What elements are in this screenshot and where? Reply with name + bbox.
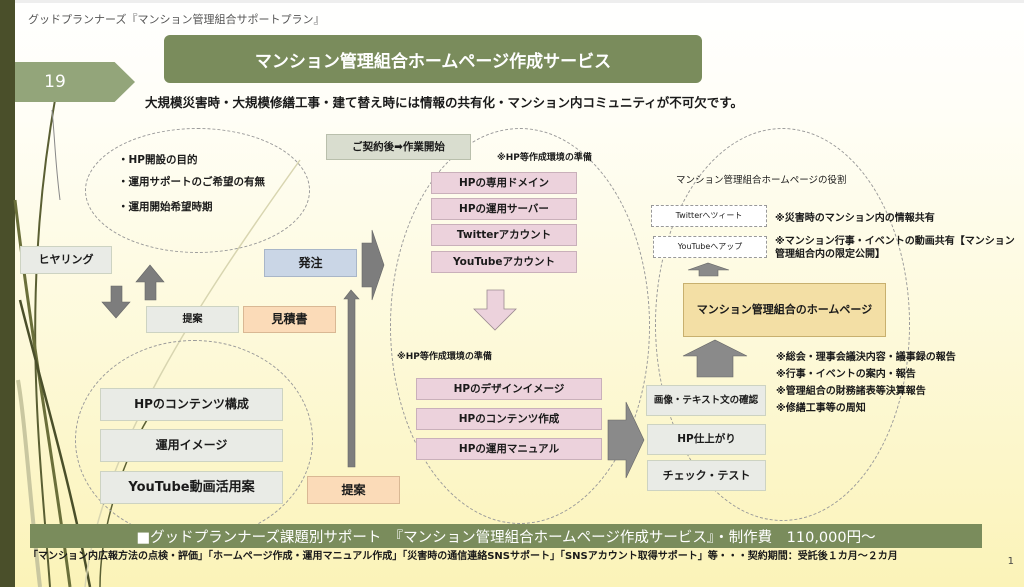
- proposal-item: YouTube動画活用案: [100, 471, 283, 504]
- slide-number: 1: [1007, 556, 1014, 567]
- roles-heading: マンション管理組合ホームページの役割: [676, 175, 847, 186]
- prep-ellipse: [390, 128, 650, 524]
- footer-text: 「マンション内広報方法の点検・評価」「ホームページ作成・運用マニュアル作成」「災…: [28, 551, 898, 562]
- arrow-down-icon: [101, 285, 131, 319]
- proposal-bottom-box: 提案: [307, 476, 400, 504]
- footer-price-bar: ■グッドプランナーズ課題別サポート 『マンション管理組合ホームページ作成サービス…: [30, 524, 982, 548]
- finish-step: 画像・テキスト文の確認: [646, 385, 766, 416]
- lead-text: 大規模災害時・大規模修繕工事・建て替え時には情報の共有化・マンション内コミュニテ…: [145, 95, 744, 110]
- page-number-tab: [15, 62, 135, 102]
- prep-item: HPのデザインイメージ: [416, 378, 602, 400]
- header-subtitle: グッドプランナーズ『マンション管理組合サポートプラン』: [28, 13, 325, 26]
- left-sidebar-band: [0, 0, 15, 587]
- youtube-upload-box: YouTubeへアップ: [653, 236, 767, 258]
- proposal-item: HPのコンテンツ構成: [100, 388, 283, 421]
- arrow-up-long-icon: [343, 289, 360, 468]
- report-item: ※総会・理事会議決内容・議事録の報告: [776, 352, 956, 363]
- bullet-item: ・運用サポートのご希望の有無: [118, 176, 265, 188]
- report-list: ※総会・理事会議決内容・議事録の報告 ※行事・イベントの案内・報告 ※管理組合の…: [776, 349, 956, 417]
- hearing-box: ヒヤリング: [20, 246, 112, 274]
- report-item: ※修繕工事等の周知: [776, 403, 866, 414]
- bullet-item: ・HP開設の目的: [118, 154, 198, 166]
- twitter-tweet-box: Twitterへツィート: [651, 205, 767, 227]
- page-title: マンション管理組合ホームページ作成サービス: [164, 35, 702, 83]
- prep-item: HPの専用ドメイン: [431, 172, 577, 194]
- hearing-bullets: ・HP開設の目的 ・運用サポートのご希望の有無 ・運用開始希望時期: [118, 152, 265, 221]
- prep-note-2: ※HP等作成環境の準備: [397, 352, 492, 362]
- prep-item: HPの運用サーバー: [431, 198, 577, 220]
- arrow-up-icon: [135, 264, 165, 301]
- youtube-note: ※マンション行事・イベントの動画共有【マンション管理組合内の限定公開】: [775, 236, 1015, 260]
- contract-box: ご契約後➡作業開始: [326, 134, 471, 160]
- prep-item: HPのコンテンツ作成: [416, 408, 602, 430]
- top-rule: [15, 0, 1024, 3]
- proposal-item: 運用イメージ: [100, 429, 283, 462]
- proposal-small-box: 提案: [146, 306, 239, 333]
- prep-item: Twitterアカウント: [431, 224, 577, 246]
- report-item: ※管理組合の財務諸表等決算報告: [776, 386, 926, 397]
- hearing-ellipse: [85, 128, 310, 253]
- arrow-right-icon: [361, 229, 385, 301]
- prep-item: HPの運用マニュアル: [416, 438, 602, 460]
- role-ellipse: [655, 128, 910, 521]
- estimate-box: 見積書: [243, 306, 336, 333]
- finish-step: HP仕上がり: [647, 424, 766, 455]
- twitter-note: ※災害時のマンション内の情報共有: [775, 213, 935, 224]
- homepage-box: マンション管理組合のホームページ: [683, 283, 886, 337]
- prep-item: YouTubeアカウント: [431, 251, 577, 273]
- order-box: 発注: [264, 249, 357, 277]
- bullet-item: ・運用開始希望時期: [118, 201, 213, 213]
- prep-note-1: ※HP等作成環境の準備: [497, 153, 592, 163]
- page-number: 19: [44, 72, 66, 92]
- finish-step: チェック・テスト: [647, 460, 766, 491]
- report-item: ※行事・イベントの案内・報告: [776, 369, 916, 380]
